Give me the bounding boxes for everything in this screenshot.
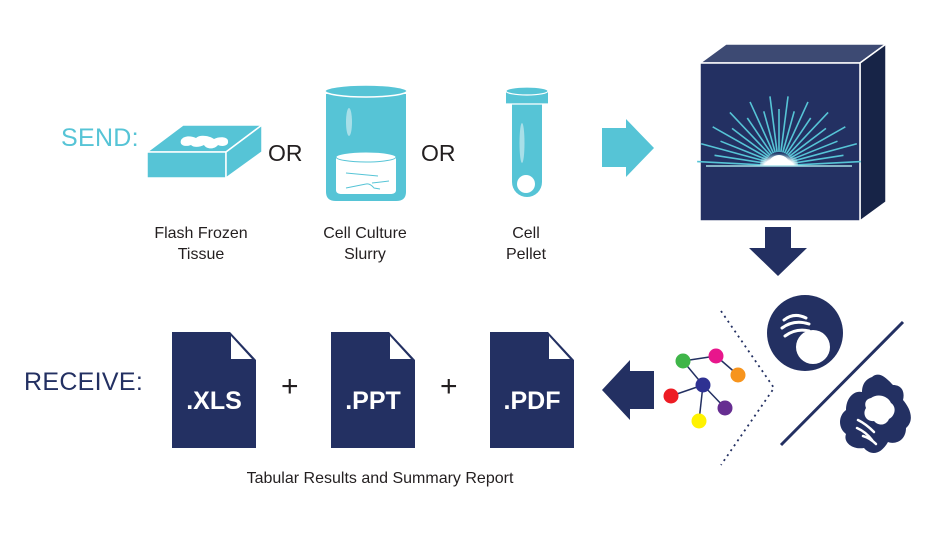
sun-ray: [697, 160, 766, 166]
or-connector-2: OR: [421, 140, 456, 166]
pdf-file-icon: [490, 332, 574, 448]
sun-ray: [769, 96, 778, 153]
network-node: [695, 377, 711, 393]
sun-ray: [791, 142, 858, 163]
sample-label-line: Slurry: [344, 246, 386, 263]
sun-ray: [746, 117, 773, 155]
sun-ray: [788, 127, 827, 158]
sun-ray: [712, 126, 768, 159]
receive-label: RECEIVE:: [24, 368, 144, 396]
sun-ray: [790, 126, 846, 159]
sample-label-line: Pellet: [505, 246, 547, 263]
sun-ray: [780, 96, 789, 153]
network-node: [691, 413, 707, 429]
ppt-file-label: .PPT: [345, 387, 401, 415]
sample-label-line: Tissue: [177, 246, 225, 263]
network-node: [717, 400, 733, 416]
sample-label-tissue: Flash Frozen Tissue: [141, 223, 261, 265]
sample-label-line: Flash Frozen: [154, 225, 248, 242]
network-node: [675, 353, 691, 369]
arrow-down-icon: [749, 227, 807, 276]
sample-label-line: Cell Culture: [323, 225, 407, 242]
irregular-cell-icon: [840, 374, 911, 453]
diagonal-divider: [779, 320, 905, 447]
sun-ray: [782, 111, 796, 153]
sun-ray: [720, 140, 767, 161]
sample-label-slurry: Cell Culture Slurry: [303, 223, 427, 265]
ppt-file-icon: [331, 332, 415, 448]
xls-file-icon: [172, 332, 256, 448]
sun-ray: [714, 154, 766, 164]
pdf-file-label: .PDF: [503, 387, 561, 415]
results-caption: Tabular Results and Summary Report: [246, 470, 514, 487]
xls-file-label: .XLS: [186, 387, 242, 415]
sample-label-pellet: Cell Pellet: [486, 223, 566, 265]
sun-ray: [791, 140, 838, 161]
send-label: SEND:: [61, 124, 139, 152]
sun-ray: [783, 101, 809, 154]
analyzer-box-icon: [697, 42, 889, 223]
sun-ray: [787, 111, 829, 156]
round-cell-icon: [767, 295, 843, 371]
network-node: [708, 348, 724, 364]
or-connector-1: OR: [268, 140, 303, 166]
arrow-left-icon: [602, 360, 654, 420]
sun-ray: [792, 154, 844, 164]
plus-connector-2: +: [440, 370, 458, 403]
network-node: [730, 367, 746, 383]
sun-ray: [749, 101, 775, 154]
cell-network-icon: [663, 348, 746, 429]
sun-ray: [729, 111, 771, 156]
sun-ray: [785, 117, 812, 155]
sample-label-line: Cell: [512, 225, 540, 242]
sun-ray: [792, 160, 861, 166]
tissue-box-icon: [144, 123, 265, 180]
sunburst-icon: [697, 96, 861, 166]
beaker-icon: [324, 84, 408, 201]
arrow-right-icon: [602, 119, 654, 177]
sun-ray: [700, 142, 767, 163]
network-node: [663, 388, 679, 404]
sun-ray: [731, 127, 770, 158]
sun-ray: [762, 111, 776, 153]
plus-connector-1: +: [281, 370, 299, 403]
dotted-divider: [720, 310, 776, 466]
test-tube-icon: [505, 86, 549, 197]
